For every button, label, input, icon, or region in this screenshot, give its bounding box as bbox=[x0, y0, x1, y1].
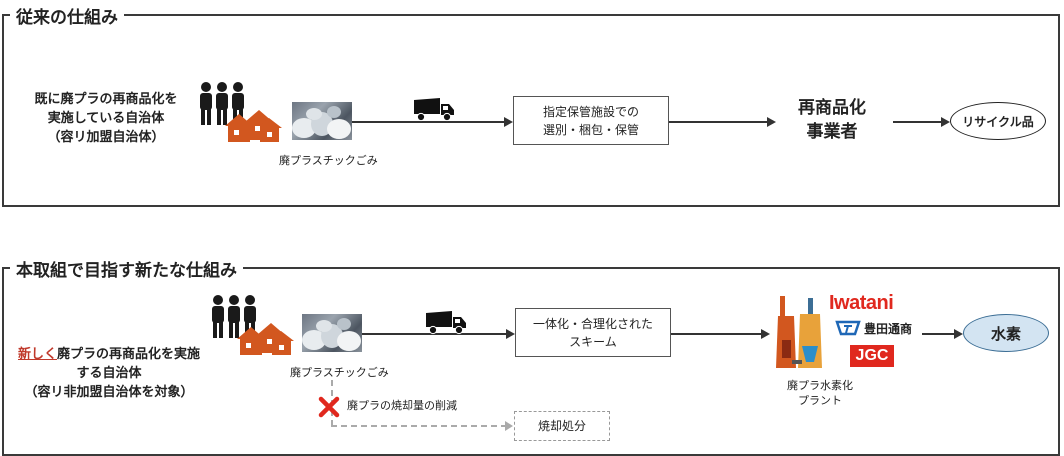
arrowhead-3-top bbox=[941, 117, 950, 127]
arrow-line-2-bottom bbox=[671, 333, 763, 335]
current-municipality-label: 既に廃プラの再商品化を 実施している自治体 （容リ加盟自治体） bbox=[16, 90, 196, 147]
arrowhead-2-bottom bbox=[761, 329, 770, 339]
waste-label-bottom: 廃プラスチックごみ bbox=[290, 364, 389, 380]
truck-icon bbox=[412, 96, 456, 122]
new-system-title: 本取組で目指す新たな仕組み bbox=[10, 256, 243, 281]
new-municipality-label: 新しく廃プラの再商品化を実施 する自治体 （容リ非加盟自治体を対象） bbox=[6, 345, 212, 402]
iwatani-logo: Iwatani bbox=[829, 292, 893, 315]
arrow-line-2-top bbox=[669, 121, 769, 123]
incineration-dashed-horizontal bbox=[331, 425, 507, 427]
storage-facility-box: 指定保管施設での 選別・梱包・保管 bbox=[513, 96, 669, 145]
plant-label: 廃プラ水素化 プラント bbox=[770, 378, 870, 408]
recycled-products-ellipse: リサイクル品 bbox=[950, 102, 1046, 140]
plastic-waste-photo-bottom bbox=[302, 314, 362, 352]
residents-houses-icon bbox=[197, 80, 287, 144]
x-mark-icon bbox=[318, 396, 340, 418]
arrow-line-3-top bbox=[893, 121, 943, 123]
incineration-reduction-label: 廃プラの焼却量の削減 bbox=[347, 397, 457, 413]
recycler-label: 再商品化 事業者 bbox=[782, 96, 882, 144]
jgc-logo: JGC bbox=[850, 345, 894, 367]
hydrogen-ellipse: 水素 bbox=[963, 314, 1049, 352]
new-emphasis: 新しく bbox=[18, 347, 57, 362]
waste-label-top: 廃プラスチックごみ bbox=[279, 152, 378, 168]
arrowhead-1-bottom bbox=[506, 329, 515, 339]
arrowhead-3-bottom bbox=[954, 329, 963, 339]
arrowhead-1-top bbox=[504, 117, 513, 127]
arrow-line-3-bottom bbox=[922, 333, 956, 335]
arrowhead-2-top bbox=[767, 117, 776, 127]
truck-icon-bottom bbox=[424, 309, 468, 335]
current-system-title: 従来の仕組み bbox=[10, 3, 124, 28]
hydrogenation-plant-icon bbox=[776, 296, 830, 372]
incineration-arrowhead bbox=[505, 421, 513, 431]
integrated-scheme-box: 一体化・合理化された スキーム bbox=[515, 308, 671, 357]
toyota-tsusho-logo: 豊田通商 bbox=[864, 320, 912, 337]
residents-houses-icon-bottom bbox=[209, 293, 299, 357]
toyota-tsusho-logo-mark bbox=[835, 320, 861, 336]
plastic-waste-photo bbox=[292, 102, 352, 140]
incineration-box: 焼却処分 bbox=[514, 411, 610, 441]
